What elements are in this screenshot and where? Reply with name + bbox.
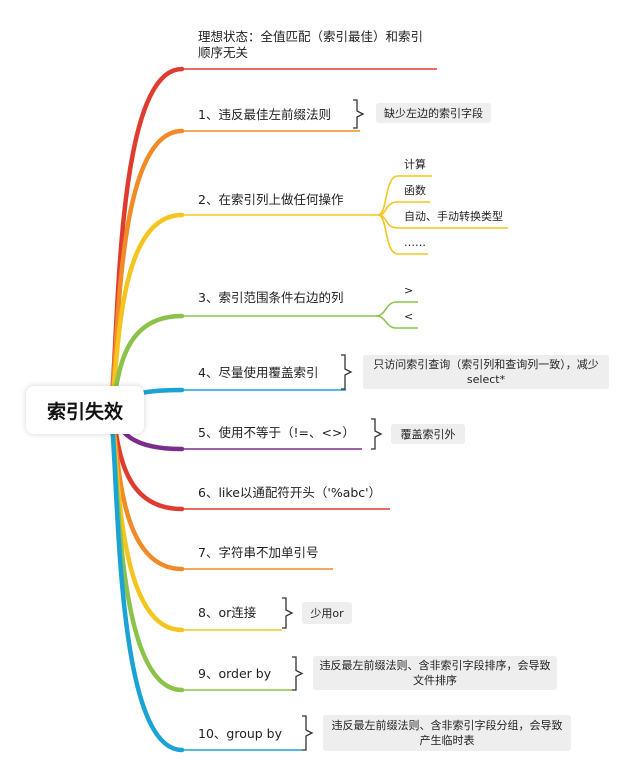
branch-6-label[interactable]: 6、like以通配符开头（'%abc'） bbox=[198, 485, 382, 500]
branch-0-label-line2: 顺序无关 bbox=[198, 45, 249, 60]
branch-2-label[interactable]: 2、在索引列上做任何操作 bbox=[198, 192, 344, 207]
branch-4-note-line1: 只访问索引查询（索引列和查询列一致），减少 bbox=[373, 358, 599, 371]
branch-1-label[interactable]: 1、违反最佳左前缀法则 bbox=[198, 107, 331, 122]
branch-5-label[interactable]: 5、使用不等于（!=、<>） bbox=[198, 425, 355, 440]
branch-10-note[interactable]: 违反最左前缀法则、含非索引字段分组，会导致 产生临时表 bbox=[323, 715, 571, 751]
branch-10-note-line1: 违反最左前缀法则、含非索引字段分组，会导致 bbox=[331, 719, 563, 732]
branch-4-note[interactable]: 只访问索引查询（索引列和查询列一致），减少 select* bbox=[363, 355, 609, 389]
branch-2-child-0-link bbox=[377, 175, 428, 216]
branch-7-label[interactable]: 7、字符串不加单引号 bbox=[198, 545, 319, 560]
child-links bbox=[375, 175, 508, 329]
branch-1-note[interactable]: 缺少左边的索引字段 bbox=[376, 103, 491, 123]
branch-10-note-line2: 产生临时表 bbox=[419, 734, 475, 747]
branch-8-note[interactable]: 少用or bbox=[302, 602, 352, 624]
branch-4-label[interactable]: 4、尽量使用覆盖索引 bbox=[198, 365, 319, 380]
branch-4-note-line2: select* bbox=[466, 373, 506, 386]
branch-2-child-3[interactable]: …… bbox=[404, 236, 426, 249]
branch-0-label[interactable]: 理想状态：全值匹配（索引最佳）和索引 顺序无关 bbox=[198, 29, 423, 61]
branch-0-label-line1: 理想状态：全值匹配（索引最佳）和索引 bbox=[198, 29, 424, 44]
branch-9-note-line1: 违反最左前缀法则、含非索引字段排序，会导致 bbox=[319, 659, 551, 672]
branch-5-note[interactable]: 覆盖索引外 bbox=[391, 424, 465, 444]
branch-9-label[interactable]: 9、order by bbox=[198, 666, 272, 681]
branch-8-label[interactable]: 8、or连接 bbox=[198, 605, 257, 620]
note-braces bbox=[282, 99, 383, 751]
branch-8-brace bbox=[282, 597, 294, 629]
branch-10-brace bbox=[302, 715, 314, 751]
branch-10-label[interactable]: 10、group by bbox=[198, 726, 283, 741]
branch-2-child-1[interactable]: 函数 bbox=[404, 184, 426, 197]
branch-2-child-2[interactable]: 自动、手动转换类型 bbox=[404, 210, 503, 223]
branch-10-curve bbox=[107, 407, 185, 753]
branch-9-note[interactable]: 违反最左前缀法则、含非索引字段排序，会导致 文件排序 bbox=[313, 656, 557, 690]
branch-underlines bbox=[182, 68, 437, 751]
root-topic-label: 索引失效 bbox=[46, 400, 123, 423]
root-topic[interactable]: 索引失效 bbox=[26, 386, 144, 434]
branch-2-child-3-link bbox=[377, 214, 428, 255]
branch-2-child-0[interactable]: 计算 bbox=[404, 158, 426, 171]
branch-3-child-0-link bbox=[375, 301, 418, 317]
branch-3-label[interactable]: 3、索引范围条件右边的列 bbox=[198, 290, 344, 305]
branch-9-brace bbox=[292, 656, 304, 691]
branch-5-brace bbox=[371, 418, 383, 450]
branch-3-child-1-link bbox=[375, 315, 418, 329]
branch-3-child-0[interactable]: > bbox=[404, 284, 414, 297]
branch-1-brace bbox=[353, 99, 365, 129]
branch-3-child-1[interactable]: < bbox=[404, 310, 414, 323]
branch-9-note-line2: 文件排序 bbox=[413, 674, 457, 687]
branch-4-brace bbox=[341, 354, 353, 390]
branch-2-child-1-link bbox=[377, 201, 428, 216]
